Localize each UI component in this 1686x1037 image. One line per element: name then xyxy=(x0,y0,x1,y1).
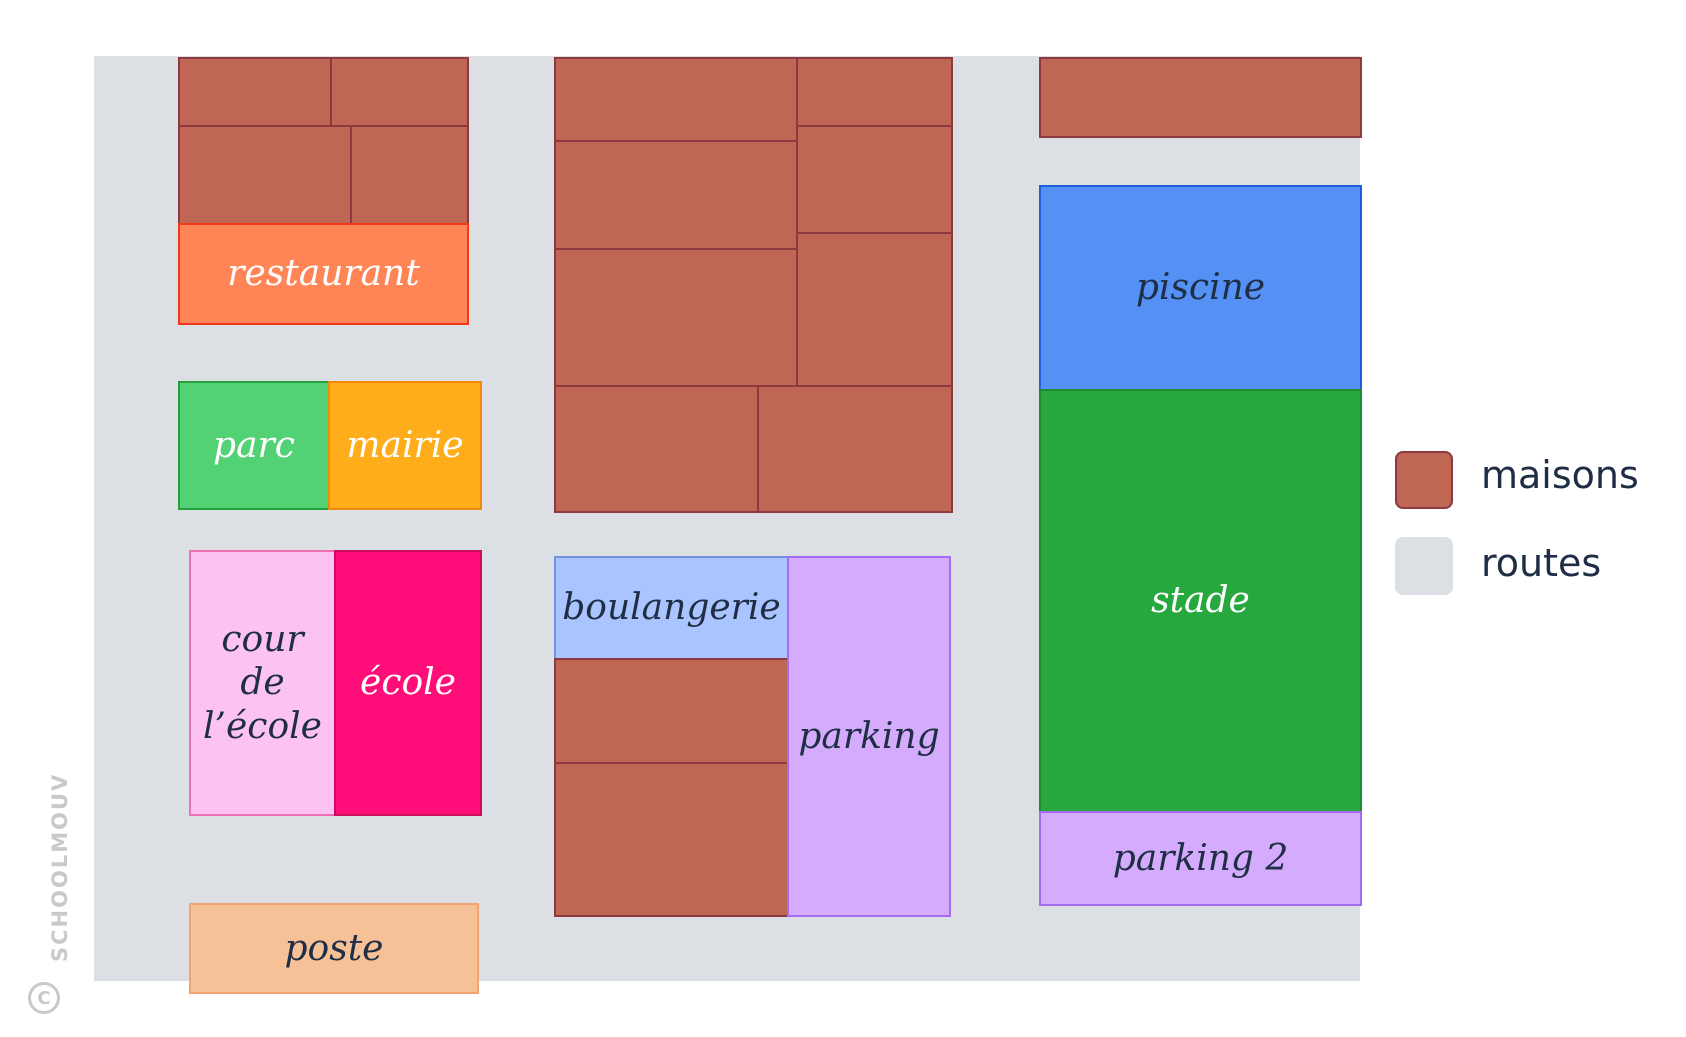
ecole: école xyxy=(334,550,482,816)
parking-label: parking xyxy=(798,715,940,757)
legend-label-routes: routes xyxy=(1481,541,1602,585)
cour-de-l-ecole-label: cour de l’école xyxy=(203,619,322,747)
parking-2: parking 2 xyxy=(1039,811,1362,906)
parc: parc xyxy=(178,381,330,510)
restaurant-label: restaurant xyxy=(227,253,420,295)
parc-label: parc xyxy=(213,424,295,466)
boulangerie-label: boulangerie xyxy=(562,587,781,629)
house xyxy=(554,762,789,917)
mairie: mairie xyxy=(328,381,482,510)
house xyxy=(796,232,953,387)
house xyxy=(350,125,469,225)
house xyxy=(757,385,953,513)
house xyxy=(554,140,798,250)
parking-2-label: parking 2 xyxy=(1112,837,1289,879)
house xyxy=(554,385,759,513)
house xyxy=(796,57,953,127)
copyright-icon: C xyxy=(28,982,60,1014)
house xyxy=(178,125,352,225)
watermark: SCHOOLMOUV xyxy=(48,772,72,962)
house xyxy=(554,658,789,764)
legend-swatch-maisons xyxy=(1395,451,1453,509)
mairie-label: mairie xyxy=(346,424,464,466)
restaurant: restaurant xyxy=(178,223,469,325)
house xyxy=(330,57,469,127)
piscine: piscine xyxy=(1039,185,1362,391)
house xyxy=(554,248,798,387)
boulangerie: boulangerie xyxy=(554,556,789,660)
parking: parking xyxy=(787,556,951,917)
legend-swatch-routes xyxy=(1395,537,1453,595)
piscine-label: piscine xyxy=(1135,267,1266,309)
house xyxy=(554,57,798,142)
cour-de-l-ecole: cour de l’école xyxy=(189,550,336,816)
stade: stade xyxy=(1039,389,1362,813)
house xyxy=(178,57,332,127)
poste: poste xyxy=(189,903,479,994)
ecole-label: école xyxy=(360,662,456,704)
poste-label: poste xyxy=(284,927,384,969)
house xyxy=(796,125,953,234)
stade-label: stade xyxy=(1151,580,1250,622)
legend-label-maisons: maisons xyxy=(1481,453,1639,497)
house xyxy=(1039,57,1362,138)
